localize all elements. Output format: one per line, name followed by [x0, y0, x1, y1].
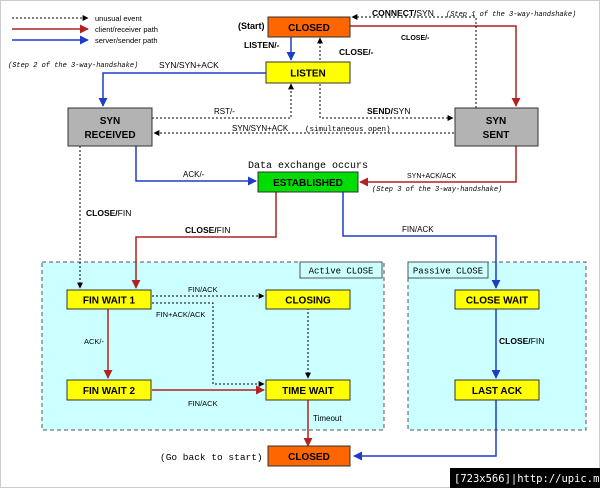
go-back-annotation: (Go back to start) [160, 452, 263, 463]
state-syn-received-label-2: RECEIVED [84, 130, 135, 141]
arrow-established-to-closewait [342, 192, 501, 289]
state-listen: LISTEN [265, 61, 351, 84]
label-timeout: Timeout [313, 414, 342, 423]
footer-text: [723x566]|http://upic.me/ [454, 473, 600, 485]
passive-close-label: Passive CLOSE [413, 267, 483, 277]
label-synack-ack: SYN+ACK/ACK [407, 173, 457, 180]
state-closed-bottom-label: CLOSED [288, 452, 330, 463]
start-annotation: (Start) [238, 21, 265, 31]
label-close-fin-mid-rest: FIN [217, 225, 231, 235]
arrow-listen-to-synsent [319, 84, 454, 121]
legend-server-label: server/sender path [95, 36, 158, 45]
state-syn-received: SYN RECEIVED [67, 107, 153, 147]
state-fin-wait-1: FIN WAIT 1 [66, 289, 152, 310]
state-established: ESTABLISHED [257, 171, 359, 193]
label-close-fin-left-bold: CLOSE/ [86, 208, 118, 218]
label-close-fin-mid-bold: CLOSE/ [185, 225, 217, 235]
arrow-synsent-to-established [359, 146, 517, 187]
state-fin-wait-2-label: FIN WAIT 2 [83, 386, 136, 397]
arrow-listen-to-synreceived [98, 72, 266, 107]
label-close-dash-mid: CLOSE/- [339, 47, 374, 57]
arrow-synreceived-to-listen [152, 83, 294, 119]
arrow-closed-to-synsent [350, 25, 521, 107]
step2-annotation: (Step 2 of the 3-way-handshake) [8, 62, 138, 70]
state-last-ack-label: LAST ACK [472, 386, 523, 397]
state-established-label: ESTABLISHED [273, 178, 343, 189]
label-syn-synack: SYN/SYN+ACK [159, 60, 219, 70]
label-close-fin-passive: CLOSE/FIN [499, 336, 544, 346]
legend-client-label: client/receiver path [95, 25, 158, 34]
legend-unusual-label: unusual event [95, 14, 143, 23]
arrow-finwait1-to-timewait [152, 302, 265, 387]
passive-close-region [407, 261, 587, 431]
label-send-bold: SEND/ [367, 106, 394, 116]
label-fin-ack-right: FIN/ACK [402, 225, 434, 234]
label-syn-synack-sim: SYN/SYN+ACK [232, 124, 289, 133]
label-connect-bold: CONNECT/ [372, 8, 417, 18]
label-close-fin-left: CLOSE/FIN [86, 208, 131, 218]
state-close-wait: CLOSE WAIT [454, 289, 540, 310]
arrow-established-to-finwait1 [131, 192, 277, 289]
label-close-dash-right: CLOSE/- [401, 35, 430, 42]
label-ack-dash: ACK/- [183, 170, 205, 179]
state-closed-top: CLOSED [267, 16, 351, 38]
state-fin-wait-1-label: FIN WAIT 1 [83, 296, 136, 307]
state-time-wait: TIME WAIT [265, 379, 351, 401]
step1-annotation: (Step 1 of the 3-way-handshake) [446, 11, 576, 19]
data-exchange-annotation: Data exchange occurs [248, 160, 368, 172]
label-send-rest: SYN [393, 106, 410, 116]
label-close-fin-passive-rest: FIN [531, 336, 545, 346]
footer-bar [450, 468, 600, 488]
arrow-lastack-to-closed [353, 400, 497, 461]
state-syn-sent-label-2: SENT [483, 130, 510, 141]
state-syn-received-label-1: SYN [100, 116, 121, 127]
state-syn-sent-label-1: SYN [486, 116, 507, 127]
label-ack-dash-fw: ACK/- [84, 337, 105, 346]
label-fin-ack-fw2: FIN/ACK [188, 399, 218, 408]
state-closing: CLOSING [265, 289, 351, 310]
simultaneous-annotation: (simultaneous open) [305, 126, 391, 134]
state-time-wait-label: TIME WAIT [282, 386, 334, 397]
legend: unusual event client/receiver path serve… [12, 14, 158, 45]
label-rst: RST/- [214, 107, 235, 116]
state-syn-sent: SYN SENT [454, 107, 539, 147]
label-connect: CONNECT/SYN [372, 8, 434, 18]
label-send: SEND/SYN [367, 106, 410, 116]
label-listen-dash: LISTEN/- [244, 40, 280, 50]
arrow-synreceived-to-established [135, 146, 257, 186]
state-listen-label: LISTEN [290, 69, 326, 80]
label-close-fin-left-rest: FIN [118, 208, 132, 218]
label-close-fin-mid: CLOSE/FIN [185, 225, 230, 235]
state-closing-label: CLOSING [285, 296, 331, 307]
state-last-ack: LAST ACK [454, 379, 540, 401]
state-closed-bottom: CLOSED [267, 445, 351, 467]
state-close-wait-label: CLOSE WAIT [466, 296, 528, 307]
arrow-synsent-to-closed [351, 14, 477, 108]
active-close-label: Active CLOSE [309, 267, 374, 277]
label-connect-rest: SYN [416, 8, 433, 18]
state-closed-top-label: CLOSED [288, 23, 330, 34]
passive-close-tag [407, 261, 489, 279]
active-close-tag [299, 261, 383, 279]
label-fin-ack-closing: FIN/ACK [188, 285, 218, 294]
label-close-fin-passive-bold: CLOSE/ [499, 336, 531, 346]
label-finack-ack: FIN+ACK/ACK [156, 310, 205, 319]
step3-annotation: (Step 3 of the 3-way-handshake) [372, 186, 502, 194]
state-fin-wait-2: FIN WAIT 2 [66, 379, 152, 401]
